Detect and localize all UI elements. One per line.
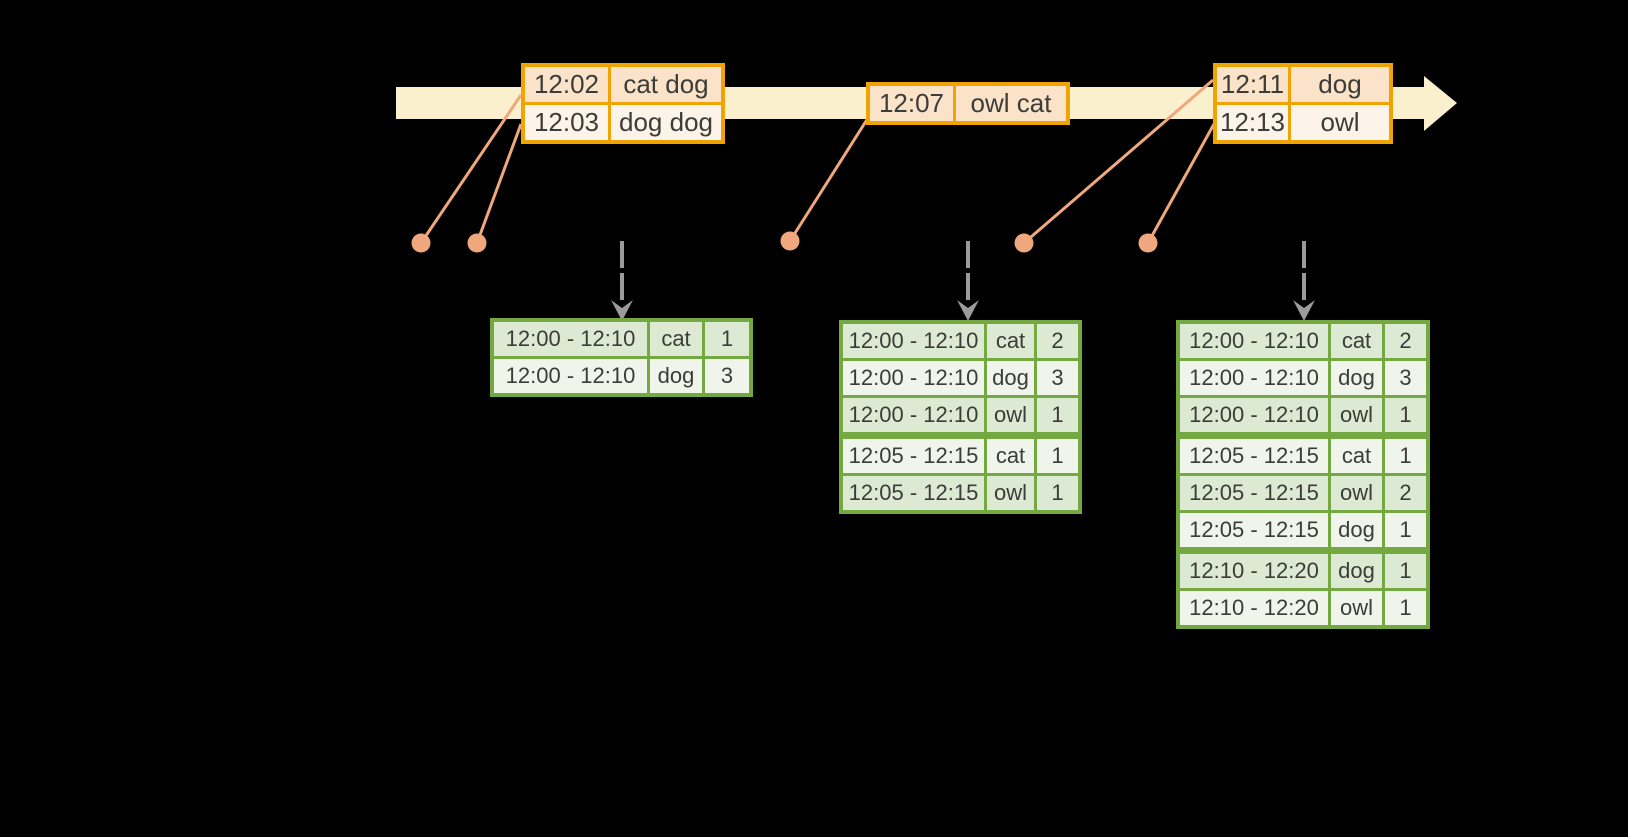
result-window: 12:05 - 12:15 [1180,476,1328,510]
result-row: 12:05 - 12:15 dog 1 [1180,513,1426,547]
result-count: 2 [1385,476,1426,510]
event-words: owl [1291,105,1389,140]
event-words: owl cat [956,86,1066,121]
event-connector-lines [419,78,1216,245]
event-time: 12:13 [1217,105,1288,140]
result-word: cat [987,324,1034,358]
result-count: 1 [1385,398,1426,432]
result-row: 12:00 - 12:10 dog 3 [1180,361,1426,395]
result-count: 3 [1037,361,1078,395]
result-word: owl [1331,398,1382,432]
result-window: 12:05 - 12:15 [1180,439,1328,473]
result-row: 12:00 - 12:10 owl 1 [843,398,1078,432]
result-row: 12:05 - 12:15 cat 1 [843,439,1078,473]
connector-line [1146,123,1216,244]
trigger-arrowheads [611,300,1315,321]
result-count: 1 [1385,513,1426,547]
result-word: owl [987,476,1034,510]
event-words: dog [1291,67,1389,102]
result-window: 12:00 - 12:10 [1180,398,1328,432]
result-window: 12:10 - 12:20 [1180,591,1328,625]
result-row: 12:00 - 12:10 dog 3 [843,361,1078,395]
event-row: 12:03 dog dog [525,105,721,140]
result-window: 12:00 - 12:10 [843,324,984,358]
event-words: cat dog [611,67,721,102]
result-count: 3 [705,359,749,393]
arrow-down-icon [611,300,633,321]
result-word: dog [1331,361,1382,395]
result-row: 12:00 - 12:10 cat 2 [843,324,1078,358]
result-row: 12:00 - 12:10 dog 3 [494,359,749,393]
event-dot-icon [1014,233,1034,253]
event-row: 12:02 cat dog [525,67,721,102]
result-word: cat [1331,324,1382,358]
event-row: 12:13 owl [1217,105,1389,140]
result-window: 12:00 - 12:10 [843,398,984,432]
result-row: 12:00 - 12:10 cat 2 [1180,324,1426,358]
result-table-2: 12:00 - 12:10 cat 2 12:00 - 12:10 dog 3 … [839,320,1082,514]
result-table-1: 12:00 - 12:10 cat 1 12:00 - 12:10 dog 3 [490,318,753,397]
result-count: 3 [1385,361,1426,395]
result-window: 12:05 - 12:15 [843,476,984,510]
result-window: 12:00 - 12:10 [843,361,984,395]
result-count: 1 [1385,439,1426,473]
result-row: 12:00 - 12:10 owl 1 [1180,398,1426,432]
result-window: 12:00 - 12:10 [1180,324,1328,358]
arrow-down-icon [1293,300,1315,321]
result-word: cat [1331,439,1382,473]
result-count: 1 [1037,398,1078,432]
result-count: 1 [1385,591,1426,625]
result-window: 12:00 - 12:10 [1180,361,1328,395]
result-count: 1 [705,322,749,356]
connector-line [1023,78,1214,245]
result-count: 2 [1037,324,1078,358]
result-row: 12:10 - 12:20 owl 1 [1180,591,1426,625]
event-dot-icon [1138,233,1158,253]
result-window: 12:05 - 12:15 [1180,513,1328,547]
event-row: 12:11 dog [1217,67,1389,102]
event-table-3: 12:11 dog 12:13 owl [1213,63,1393,144]
event-table-2: 12:07 owl cat [866,82,1070,125]
result-count: 1 [1385,554,1426,588]
connector-line [788,117,870,242]
result-word: owl [1331,591,1382,625]
result-count: 1 [1037,476,1078,510]
result-word: owl [987,398,1034,432]
event-time: 12:07 [870,86,953,121]
event-time: 12:03 [525,105,608,140]
event-dot-icon [467,233,487,253]
trigger-arrow-lines [620,241,1306,305]
result-word: dog [987,361,1034,395]
event-time-dots [411,231,1158,253]
result-word: cat [987,439,1034,473]
result-count: 1 [1037,439,1078,473]
connector-line [419,94,523,244]
arrow-down-icon [957,300,979,321]
result-window: 12:05 - 12:15 [843,439,984,473]
result-window: 12:00 - 12:10 [494,359,647,393]
result-word: cat [650,322,702,356]
event-row: 12:07 owl cat [870,86,1066,121]
event-table-1: 12:02 cat dog 12:03 dog dog [521,63,725,144]
result-window: 12:10 - 12:20 [1180,554,1328,588]
event-time: 12:02 [525,67,608,102]
result-word: dog [1331,513,1382,547]
event-dot-icon [411,233,431,253]
result-window: 12:00 - 12:10 [494,322,647,356]
connector-line [475,123,523,244]
result-row: 12:00 - 12:10 cat 1 [494,322,749,356]
event-dot-icon [780,231,800,251]
result-row: 12:10 - 12:20 dog 1 [1180,554,1426,588]
result-word: dog [650,359,702,393]
result-table-3: 12:00 - 12:10 cat 2 12:00 - 12:10 dog 3 … [1176,320,1430,629]
timeline-arrowhead-icon [1424,76,1457,131]
result-word: owl [1331,476,1382,510]
result-row: 12:05 - 12:15 cat 1 [1180,439,1426,473]
result-row: 12:05 - 12:15 owl 2 [1180,476,1426,510]
result-word: dog [1331,554,1382,588]
result-count: 2 [1385,324,1426,358]
event-words: dog dog [611,105,721,140]
result-row: 12:05 - 12:15 owl 1 [843,476,1078,510]
event-time: 12:11 [1217,67,1288,102]
